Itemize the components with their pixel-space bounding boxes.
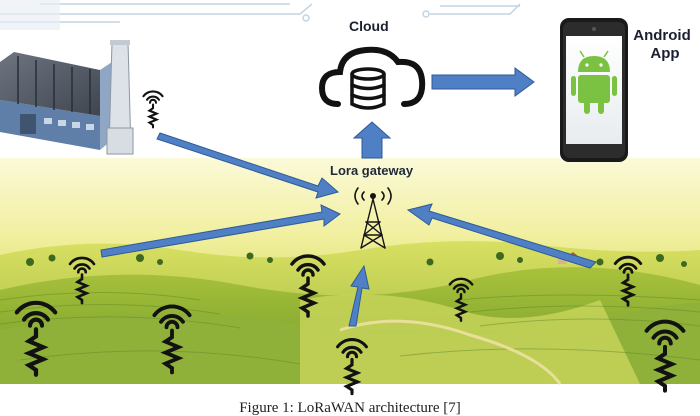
arrow-cloud-to-app bbox=[431, 67, 535, 97]
android-robot-icon bbox=[571, 50, 617, 114]
app-label-line1: Android bbox=[633, 27, 691, 44]
sensor-icon bbox=[448, 277, 474, 323]
sensor-icon bbox=[68, 256, 96, 305]
sensor-icon bbox=[336, 338, 368, 396]
sensor-icon bbox=[644, 319, 686, 393]
top-band bbox=[0, 0, 60, 30]
sensor-icon bbox=[152, 304, 192, 375]
data-flow-arrows bbox=[100, 67, 597, 327]
sensor-icon bbox=[142, 90, 164, 129]
arrow-gateway-to-cloud bbox=[352, 121, 392, 159]
sensor-icon bbox=[14, 300, 58, 377]
arrow-bottom-sensor-to-gateway bbox=[348, 264, 370, 327]
arrow-factory-to-gateway bbox=[156, 132, 340, 199]
app-label-line2: App bbox=[650, 45, 679, 62]
android-phone-icon bbox=[560, 18, 628, 162]
arrow-right-sensor-to-gateway bbox=[406, 203, 597, 269]
sensor-icon bbox=[290, 254, 326, 318]
figure-caption: Figure 1: LoRaWAN architecture [7] bbox=[239, 400, 461, 416]
sensors-group bbox=[14, 90, 686, 396]
gateway-label: Lora gateway bbox=[330, 163, 414, 178]
arrow-left-sensor-to-gateway bbox=[100, 204, 341, 258]
sensor-icon bbox=[613, 255, 643, 307]
cloud-label: Cloud bbox=[349, 18, 389, 34]
factory-icon bbox=[0, 40, 134, 155]
cloud-database-icon bbox=[318, 46, 426, 110]
farmland-background bbox=[0, 158, 700, 385]
circuit-decoration bbox=[0, 3, 521, 23]
gateway-tower-icon bbox=[354, 187, 392, 249]
